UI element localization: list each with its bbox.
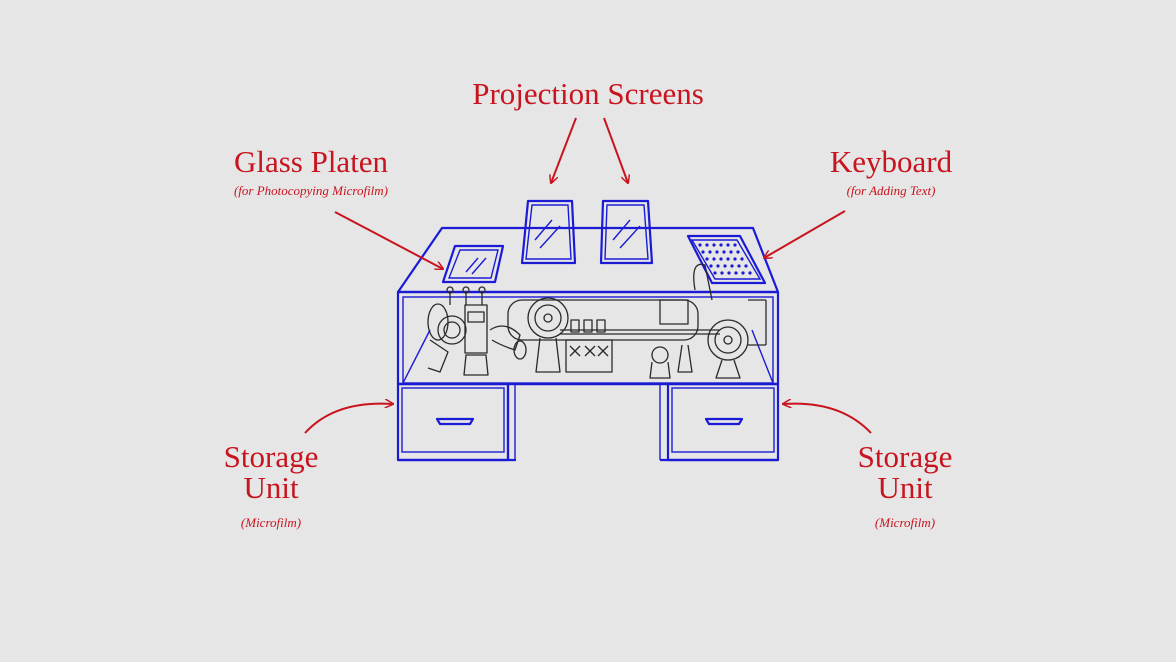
arrow-glass-platen [334,211,443,269]
storage-left-title-line1: Storage [223,439,319,474]
label-glass-platen: Glass Platen (for Photocopying Microfilm… [191,146,431,199]
projection-screen-left [520,199,577,265]
glass-platen-subtitle: (for Photocopying Microfilm) [233,183,389,198]
internal-mechanism [427,263,767,379]
right-storage-drawer [660,382,780,462]
label-storage-unit-right: Storage Unit (Microfilm) [830,441,980,531]
arrow-keyboard [764,210,846,258]
storage-left-subtitle: (Microfilm) [240,515,302,530]
keyboard-subtitle: (for Adding Text) [846,183,936,198]
label-projection-screens: Projection Screens [438,78,738,109]
projection-screens-title: Projection Screens [472,76,704,111]
keyboard-title: Keyboard [829,144,953,179]
arrow-projection-right [603,117,628,183]
storage-right-title-line2: Unit [877,470,933,505]
storage-left-title-line2: Unit [243,470,299,505]
keyboard-keys [698,243,752,275]
left-drawer-handle [435,417,475,426]
arrow-projection-left [551,117,577,183]
left-storage-drawer [396,382,516,462]
glass-platen-title: Glass Platen [233,144,389,179]
arrow-storage-left [304,404,393,434]
desk-body [396,290,780,460]
keyboard [686,234,767,285]
label-keyboard: Keyboard (for Adding Text) [791,146,991,199]
storage-right-title-line1: Storage [857,439,953,474]
label-storage-unit-left: Storage Unit (Microfilm) [196,441,346,531]
projection-screen-right [599,199,654,265]
right-drawer-handle [704,417,744,426]
glass-platen [441,244,505,284]
storage-right-subtitle: (Microfilm) [874,515,936,530]
annotation-arrows [304,117,872,434]
arrow-storage-right [783,404,872,434]
